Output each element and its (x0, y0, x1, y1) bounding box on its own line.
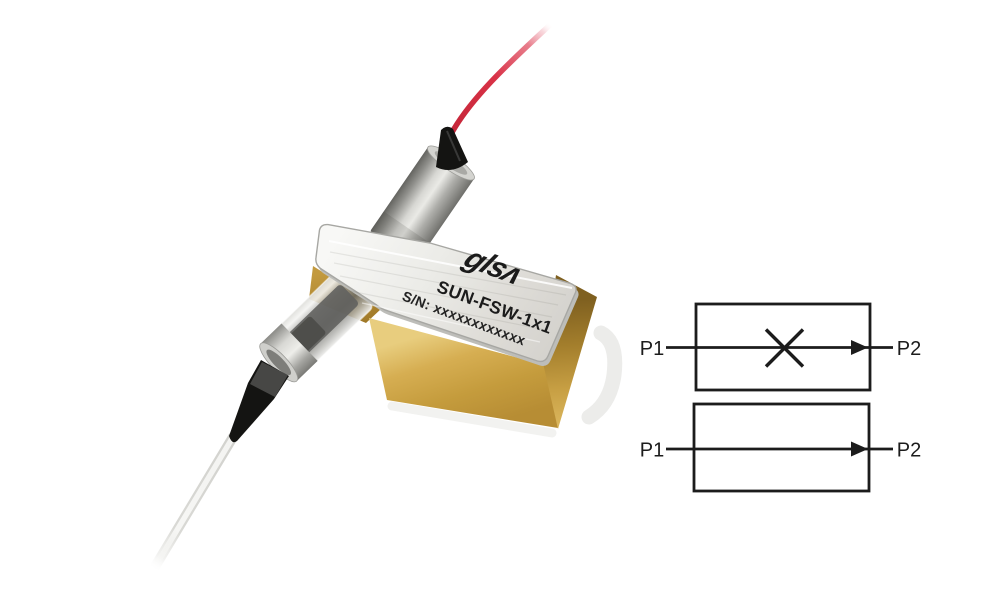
bottom-collimator-cap-inner (266, 349, 292, 376)
schematic-through: P1 P2 (640, 402, 921, 493)
arrowhead-icon (851, 340, 868, 355)
port-label-p1: P1 (640, 338, 664, 360)
block-front-face (369, 318, 558, 428)
bottom-boot-collar-section (250, 362, 288, 397)
arrowhead-icon (851, 441, 868, 457)
watermark-fragment (581, 325, 623, 425)
flange-plate (315, 223, 577, 363)
schematic-blocked: P1 P2 (640, 302, 921, 392)
diagram-box (692, 402, 871, 493)
red-fiber (446, 21, 554, 141)
port-label-p1: P1 (640, 440, 664, 462)
port-label-p2: P2 (897, 338, 921, 360)
label-brushed-texture (328, 240, 573, 343)
block-soft-shadow (387, 401, 557, 438)
port-label-p2: P2 (897, 440, 921, 462)
top-collimator-tube (370, 146, 475, 263)
white-fiber (150, 434, 236, 573)
bottom-collimator-collar (259, 323, 318, 382)
top-fiber-boot (436, 126, 468, 171)
top-boot-highlight (446, 130, 461, 162)
cross-icon (764, 328, 805, 368)
